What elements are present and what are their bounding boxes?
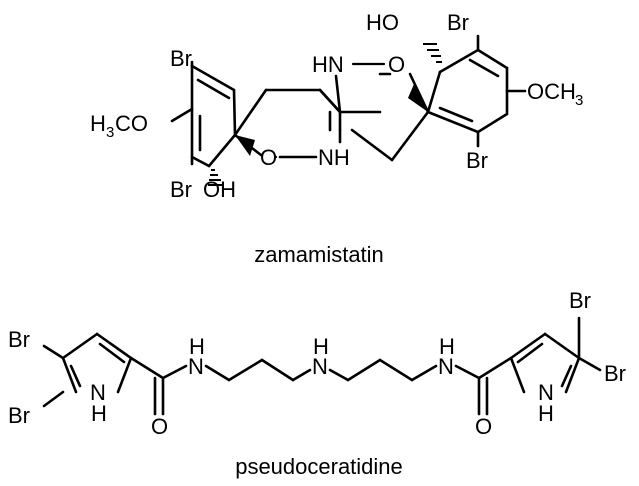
pseudoceratidine-name: pseudoceratidine xyxy=(235,454,403,479)
pseudoceratidine-pyrrole-n-left: N xyxy=(90,380,106,405)
zamamistatin-br-bottom-left: Br xyxy=(170,177,192,202)
hashed-bond-left-oh xyxy=(208,169,224,186)
zamamistatin-methoxy-left: H 3 CO xyxy=(90,111,148,141)
methoxy-right-subscript: 3 xyxy=(575,92,583,109)
methoxy-left-h: H xyxy=(90,111,106,136)
zamamistatin-methoxy-right: OCH 3 xyxy=(527,79,583,109)
zamamistatin-hn: HN xyxy=(312,52,344,77)
zamamistatin-name: zamamistatin xyxy=(254,242,384,267)
pseudoceratidine-pyrrole-h-right: H xyxy=(538,401,554,426)
pseudoceratidine-carbonyl-o-left: O xyxy=(151,414,168,439)
pseudoceratidine-br-right-top: Br xyxy=(569,288,591,313)
pseudoceratidine-amine-h-center: H xyxy=(313,334,329,359)
hashed-bond-right-ho xyxy=(423,43,442,63)
pseudoceratidine-structure: Br Br Br Br N H N H N H N H N H O O pseu… xyxy=(8,288,626,479)
methoxy-right-och: OCH xyxy=(527,79,576,104)
zamamistatin-br-top-right: Br xyxy=(447,10,469,35)
wedge-bond-right-spiro xyxy=(408,84,428,112)
pseudoceratidine-br-right-side: Br xyxy=(604,361,626,386)
zamamistatin-hydroxyl-top: HO xyxy=(366,10,399,35)
zamamistatin-structure: Br Br Br Br H 3 CO OCH 3 HO OH HN NH O O… xyxy=(90,10,583,267)
pseudoceratidine-amide-h-right: H xyxy=(439,334,455,359)
methoxy-left-subscript: 3 xyxy=(106,124,114,141)
zamamistatin-hydroxyl-bottom: OH xyxy=(203,177,236,202)
methoxy-left-co: CO xyxy=(115,111,148,136)
zamamistatin-o-bottom: O xyxy=(260,145,277,170)
pseudoceratidine-amine-n-center: N xyxy=(312,354,328,379)
pseudoceratidine-amide-n-left: N xyxy=(188,354,204,379)
pseudoceratidine-amide-h-left: H xyxy=(189,334,205,359)
pseudoceratidine-br-left-top: Br xyxy=(8,327,30,352)
pseudoceratidine-br-left-bottom: Br xyxy=(8,403,30,428)
zamamistatin-o-top: O xyxy=(388,52,405,77)
zamamistatin-br-top-left: Br xyxy=(170,46,192,71)
pseudoceratidine-pyrrole-h-left: H xyxy=(91,401,107,426)
zamamistatin-br-bottom-right: Br xyxy=(466,148,488,173)
pseudoceratidine-carbonyl-o-right: O xyxy=(475,414,492,439)
pseudoceratidine-amide-n-right: N xyxy=(438,354,454,379)
zamamistatin-nh: NH xyxy=(318,145,350,170)
pseudoceratidine-pyrrole-n-right: N xyxy=(538,380,554,405)
